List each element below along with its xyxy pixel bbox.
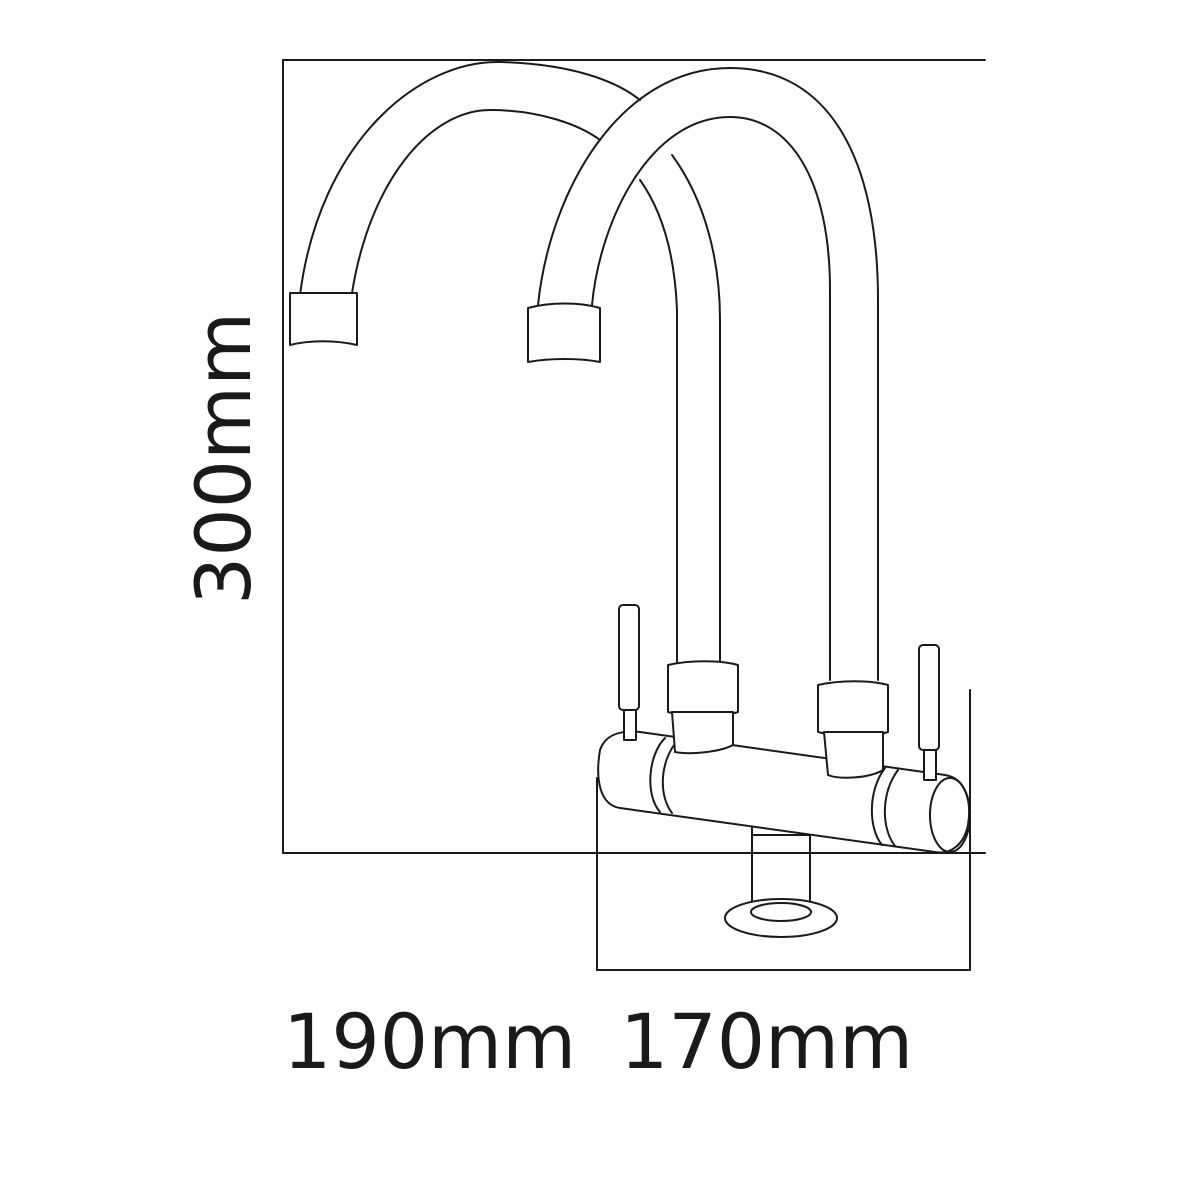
front-spout-nozzle <box>527 302 601 363</box>
back-connector-ring <box>667 660 739 718</box>
back-spout-lower-outer <box>671 154 721 666</box>
body-left-collar-inner <box>661 739 679 814</box>
right-lever-handle <box>918 644 940 751</box>
base-plate <box>724 898 838 938</box>
front-spout-connector <box>817 680 889 779</box>
back-spout-nozzle <box>289 292 358 346</box>
body-right-collar-inner <box>883 769 899 847</box>
right-lever-stem <box>923 749 937 781</box>
front-connector-collar <box>823 731 884 779</box>
left-lever-stem <box>623 709 637 741</box>
levers <box>618 604 940 781</box>
front-spout <box>527 67 879 681</box>
back-spout-inner-edge <box>351 109 601 294</box>
width-right-label: 170mm <box>620 997 913 1086</box>
left-lever-handle <box>618 604 640 711</box>
body-end-cap <box>929 777 971 853</box>
base-plate-inner-ring <box>750 902 812 922</box>
body-right-collar-outer <box>870 767 886 846</box>
column-base <box>724 814 838 938</box>
width-left-label: 190mm <box>283 997 576 1086</box>
front-connector-ring <box>817 680 889 738</box>
back-spout <box>289 60 721 666</box>
back-spout-outer-edge <box>299 60 641 296</box>
front-spout-inner-edge <box>591 116 831 681</box>
back-connector-collar <box>671 711 734 755</box>
front-spout-outer-edge <box>537 67 879 681</box>
back-spout-connector <box>667 660 739 755</box>
body-left-collar-outer <box>649 737 666 813</box>
height-label: 300mm <box>179 312 268 605</box>
back-spout-lower-inner <box>639 179 678 666</box>
dimension-lines <box>282 59 986 971</box>
